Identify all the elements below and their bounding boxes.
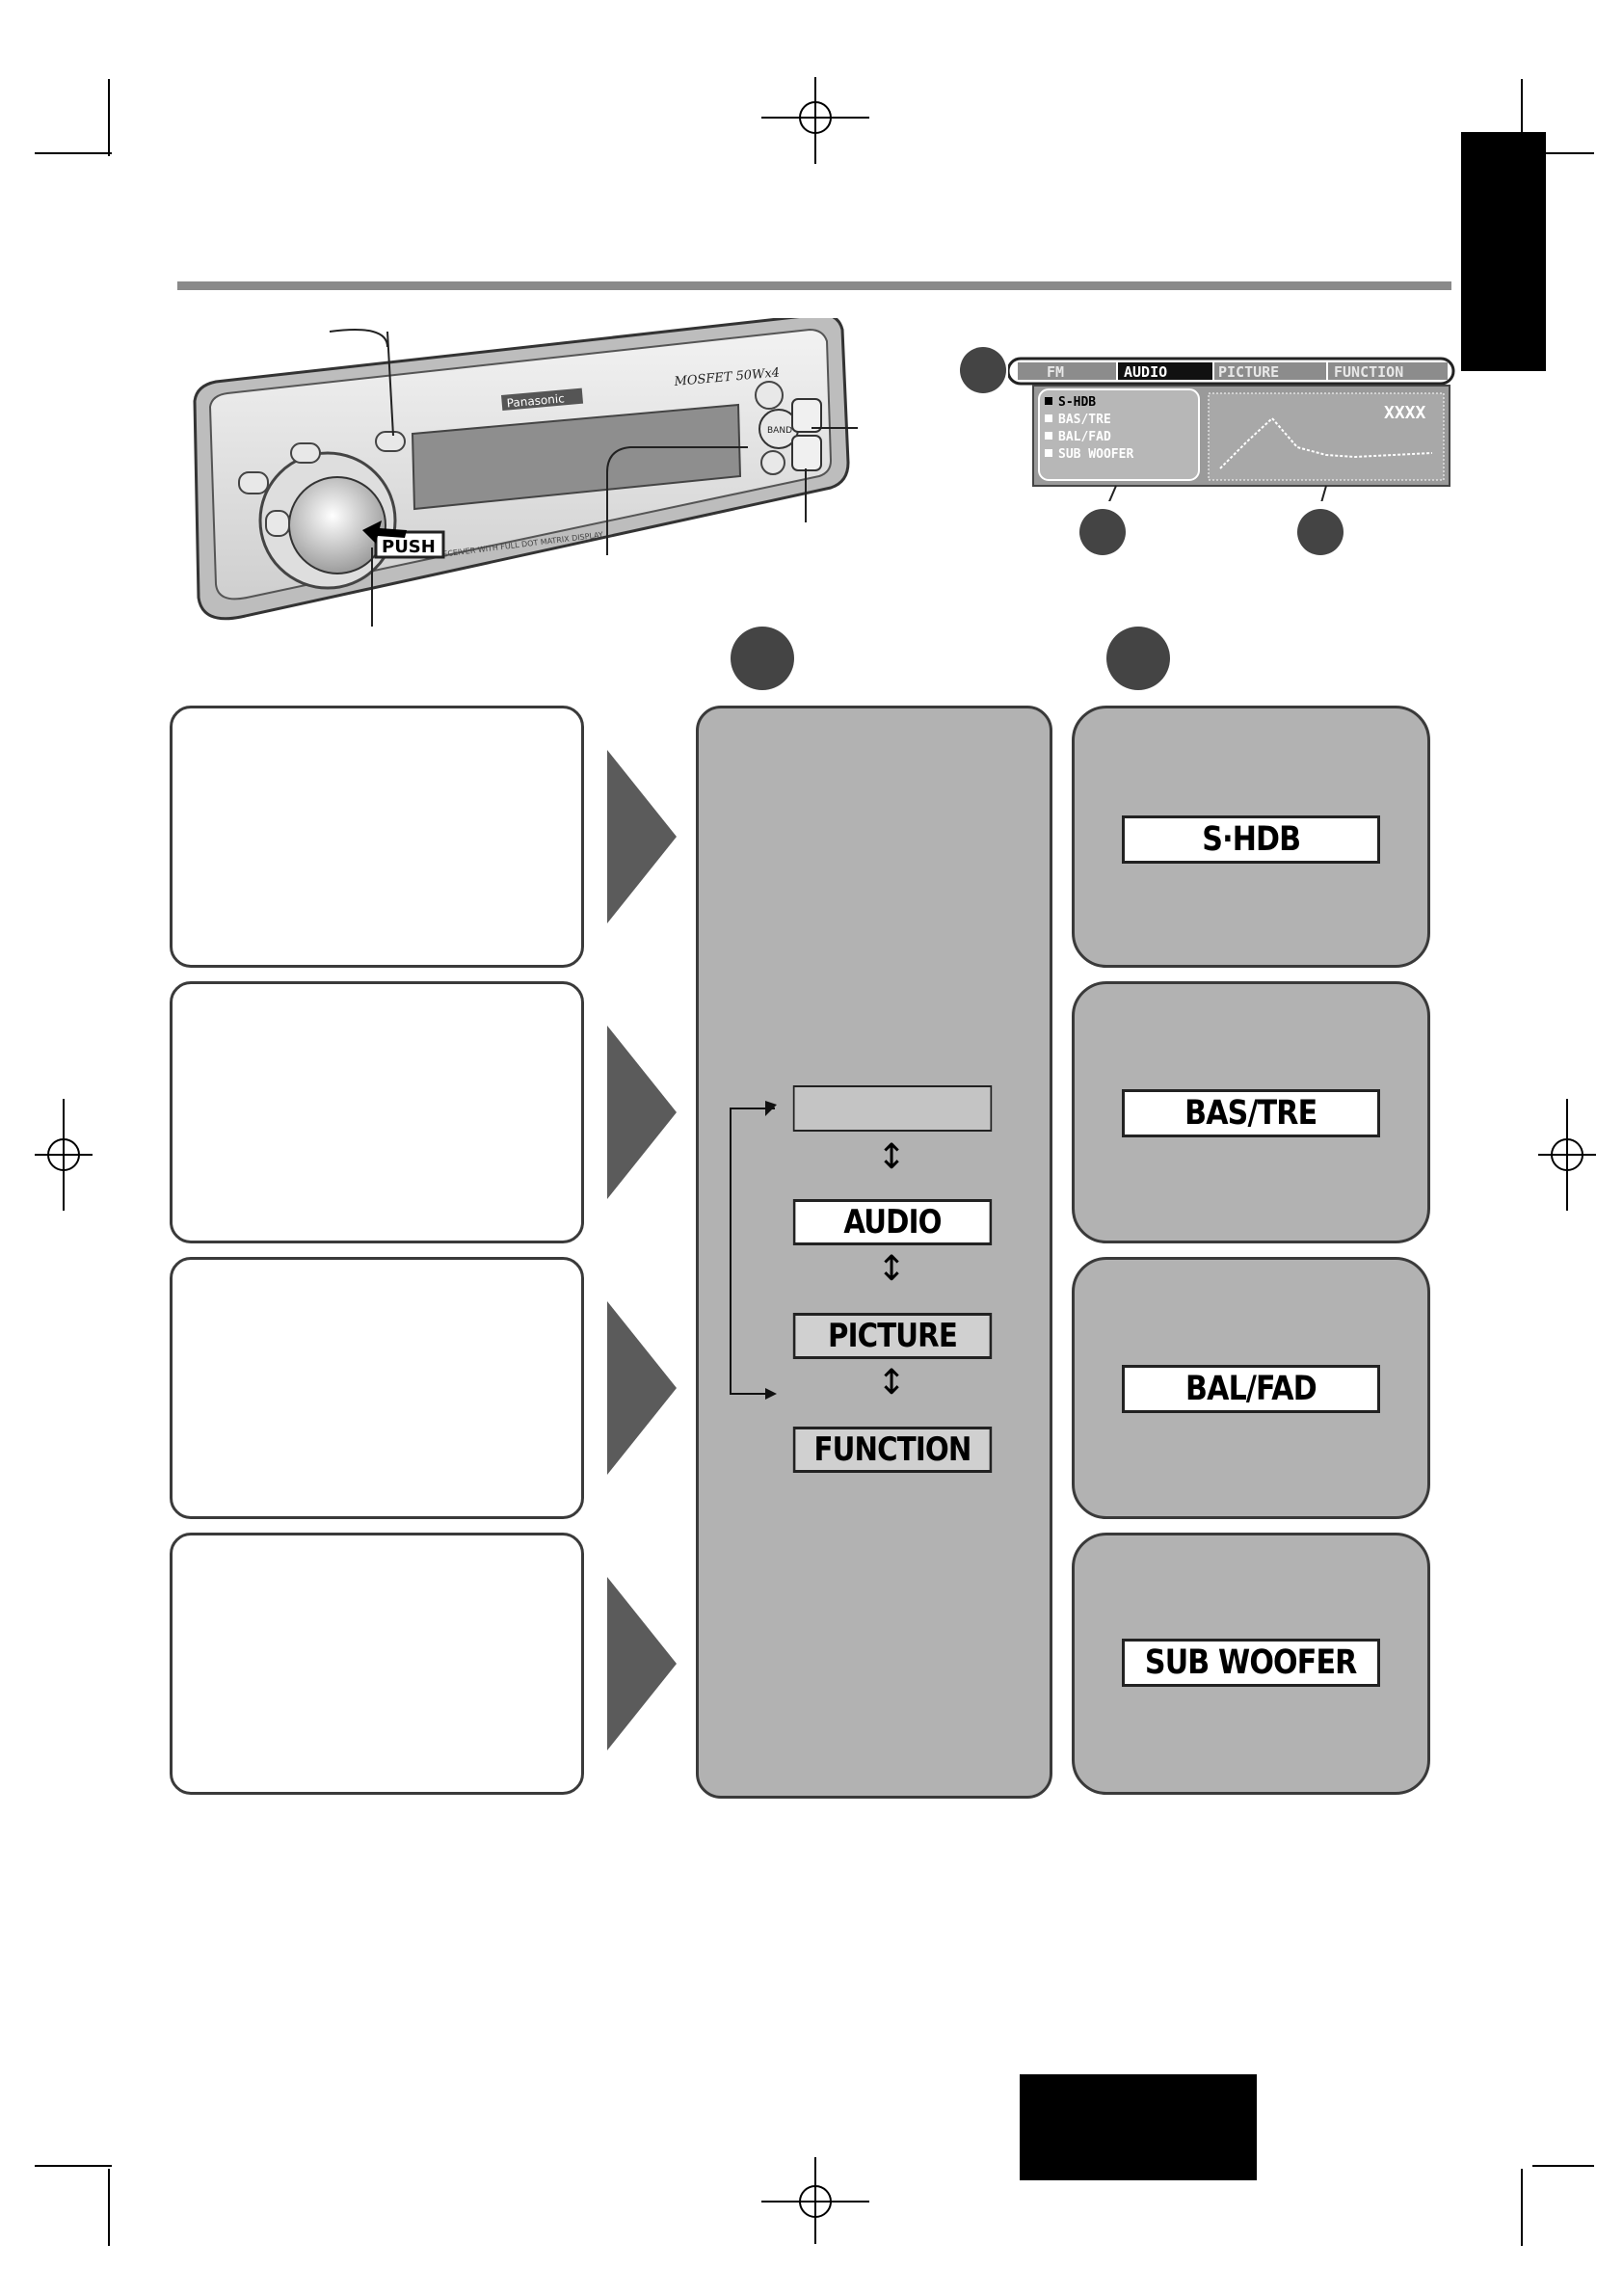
cycle-arrow-2: ↕ — [877, 1249, 907, 1289]
step-arrow-4 — [607, 1577, 677, 1750]
cycle-arrow-1: ↕ — [877, 1137, 907, 1177]
language-side-tab — [1461, 132, 1546, 371]
registration-mark-top — [761, 77, 869, 164]
crop-mark-tr-h — [1532, 152, 1594, 154]
brand-logo: Panasonic — [506, 391, 565, 410]
lcd-value-glyph: XXXX — [1384, 403, 1426, 423]
mode-cycle-panel — [696, 706, 1052, 1799]
header-rule — [177, 281, 1451, 290]
step-arrow-2 — [607, 1026, 677, 1199]
lcd-tab-fm: FM — [1047, 363, 1064, 381]
lcd-tab-picture: PICTURE — [1218, 363, 1279, 381]
push-label: PUSH — [382, 537, 436, 557]
mode-box-audio: AUDIO — [792, 1199, 993, 1245]
head-unit-illustration: Panasonic MOSFET 50Wx4 CD RECEIVER WITH … — [193, 318, 858, 627]
result-label-subwoofer: SUB WOOFER — [1122, 1639, 1380, 1687]
result-label-shdb: S·HDB — [1122, 815, 1380, 864]
crop-mark-tl-h — [35, 152, 112, 154]
crop-mark-br-h — [1532, 2165, 1594, 2167]
step-box-1 — [170, 706, 584, 968]
step-box-3 — [170, 1257, 584, 1519]
lcd-item-shdb: S-HDB — [1058, 395, 1096, 410]
lcd-tab-function: FUNCTION — [1334, 363, 1403, 381]
lcd-item-balfad: BAL/FAD — [1058, 430, 1111, 444]
step-box-4 — [170, 1533, 584, 1795]
crop-mark-tr-v — [1521, 79, 1523, 156]
cycle-arrow-3: ↕ — [877, 1363, 907, 1402]
registration-mark-left — [35, 1099, 93, 1211]
mode-box-blank — [792, 1085, 993, 1132]
lcd-item-bastre: BAS/TRE — [1058, 413, 1111, 427]
callout-dot-1 — [960, 347, 1006, 393]
mode-cycle-return-line — [730, 1101, 777, 1400]
mode-box-picture: PICTURE — [792, 1313, 993, 1359]
result-label-bastre: BAS/TRE — [1122, 1089, 1380, 1137]
crop-mark-tl-v — [108, 79, 110, 156]
lcd-display-illustration: FM AUDIO PICTURE FUNCTION S-HDB BAS/TRE … — [1008, 357, 1455, 501]
crop-mark-bl-v — [108, 2169, 110, 2246]
callout-dot-3 — [1297, 509, 1344, 555]
result-label-balfad: BAL/FAD — [1122, 1365, 1380, 1413]
lcd-item-subwoofer: SUB WOOFER — [1058, 447, 1133, 462]
column-dot-menu — [731, 627, 794, 690]
step-arrow-3 — [607, 1301, 677, 1475]
mode-box-function: FUNCTION — [792, 1427, 993, 1473]
svg-text:BAND: BAND — [767, 426, 792, 436]
registration-mark-right — [1538, 1099, 1596, 1211]
page-number-box — [1020, 2074, 1257, 2180]
step-box-2 — [170, 981, 584, 1243]
lcd-tab-audio: AUDIO — [1124, 363, 1167, 381]
crop-mark-bl-h — [35, 2165, 112, 2167]
column-dot-result — [1106, 627, 1170, 690]
crop-mark-br-v — [1521, 2169, 1523, 2246]
registration-mark-bottom — [761, 2157, 869, 2244]
callout-dot-2 — [1079, 509, 1126, 555]
step-arrow-1 — [607, 750, 677, 923]
